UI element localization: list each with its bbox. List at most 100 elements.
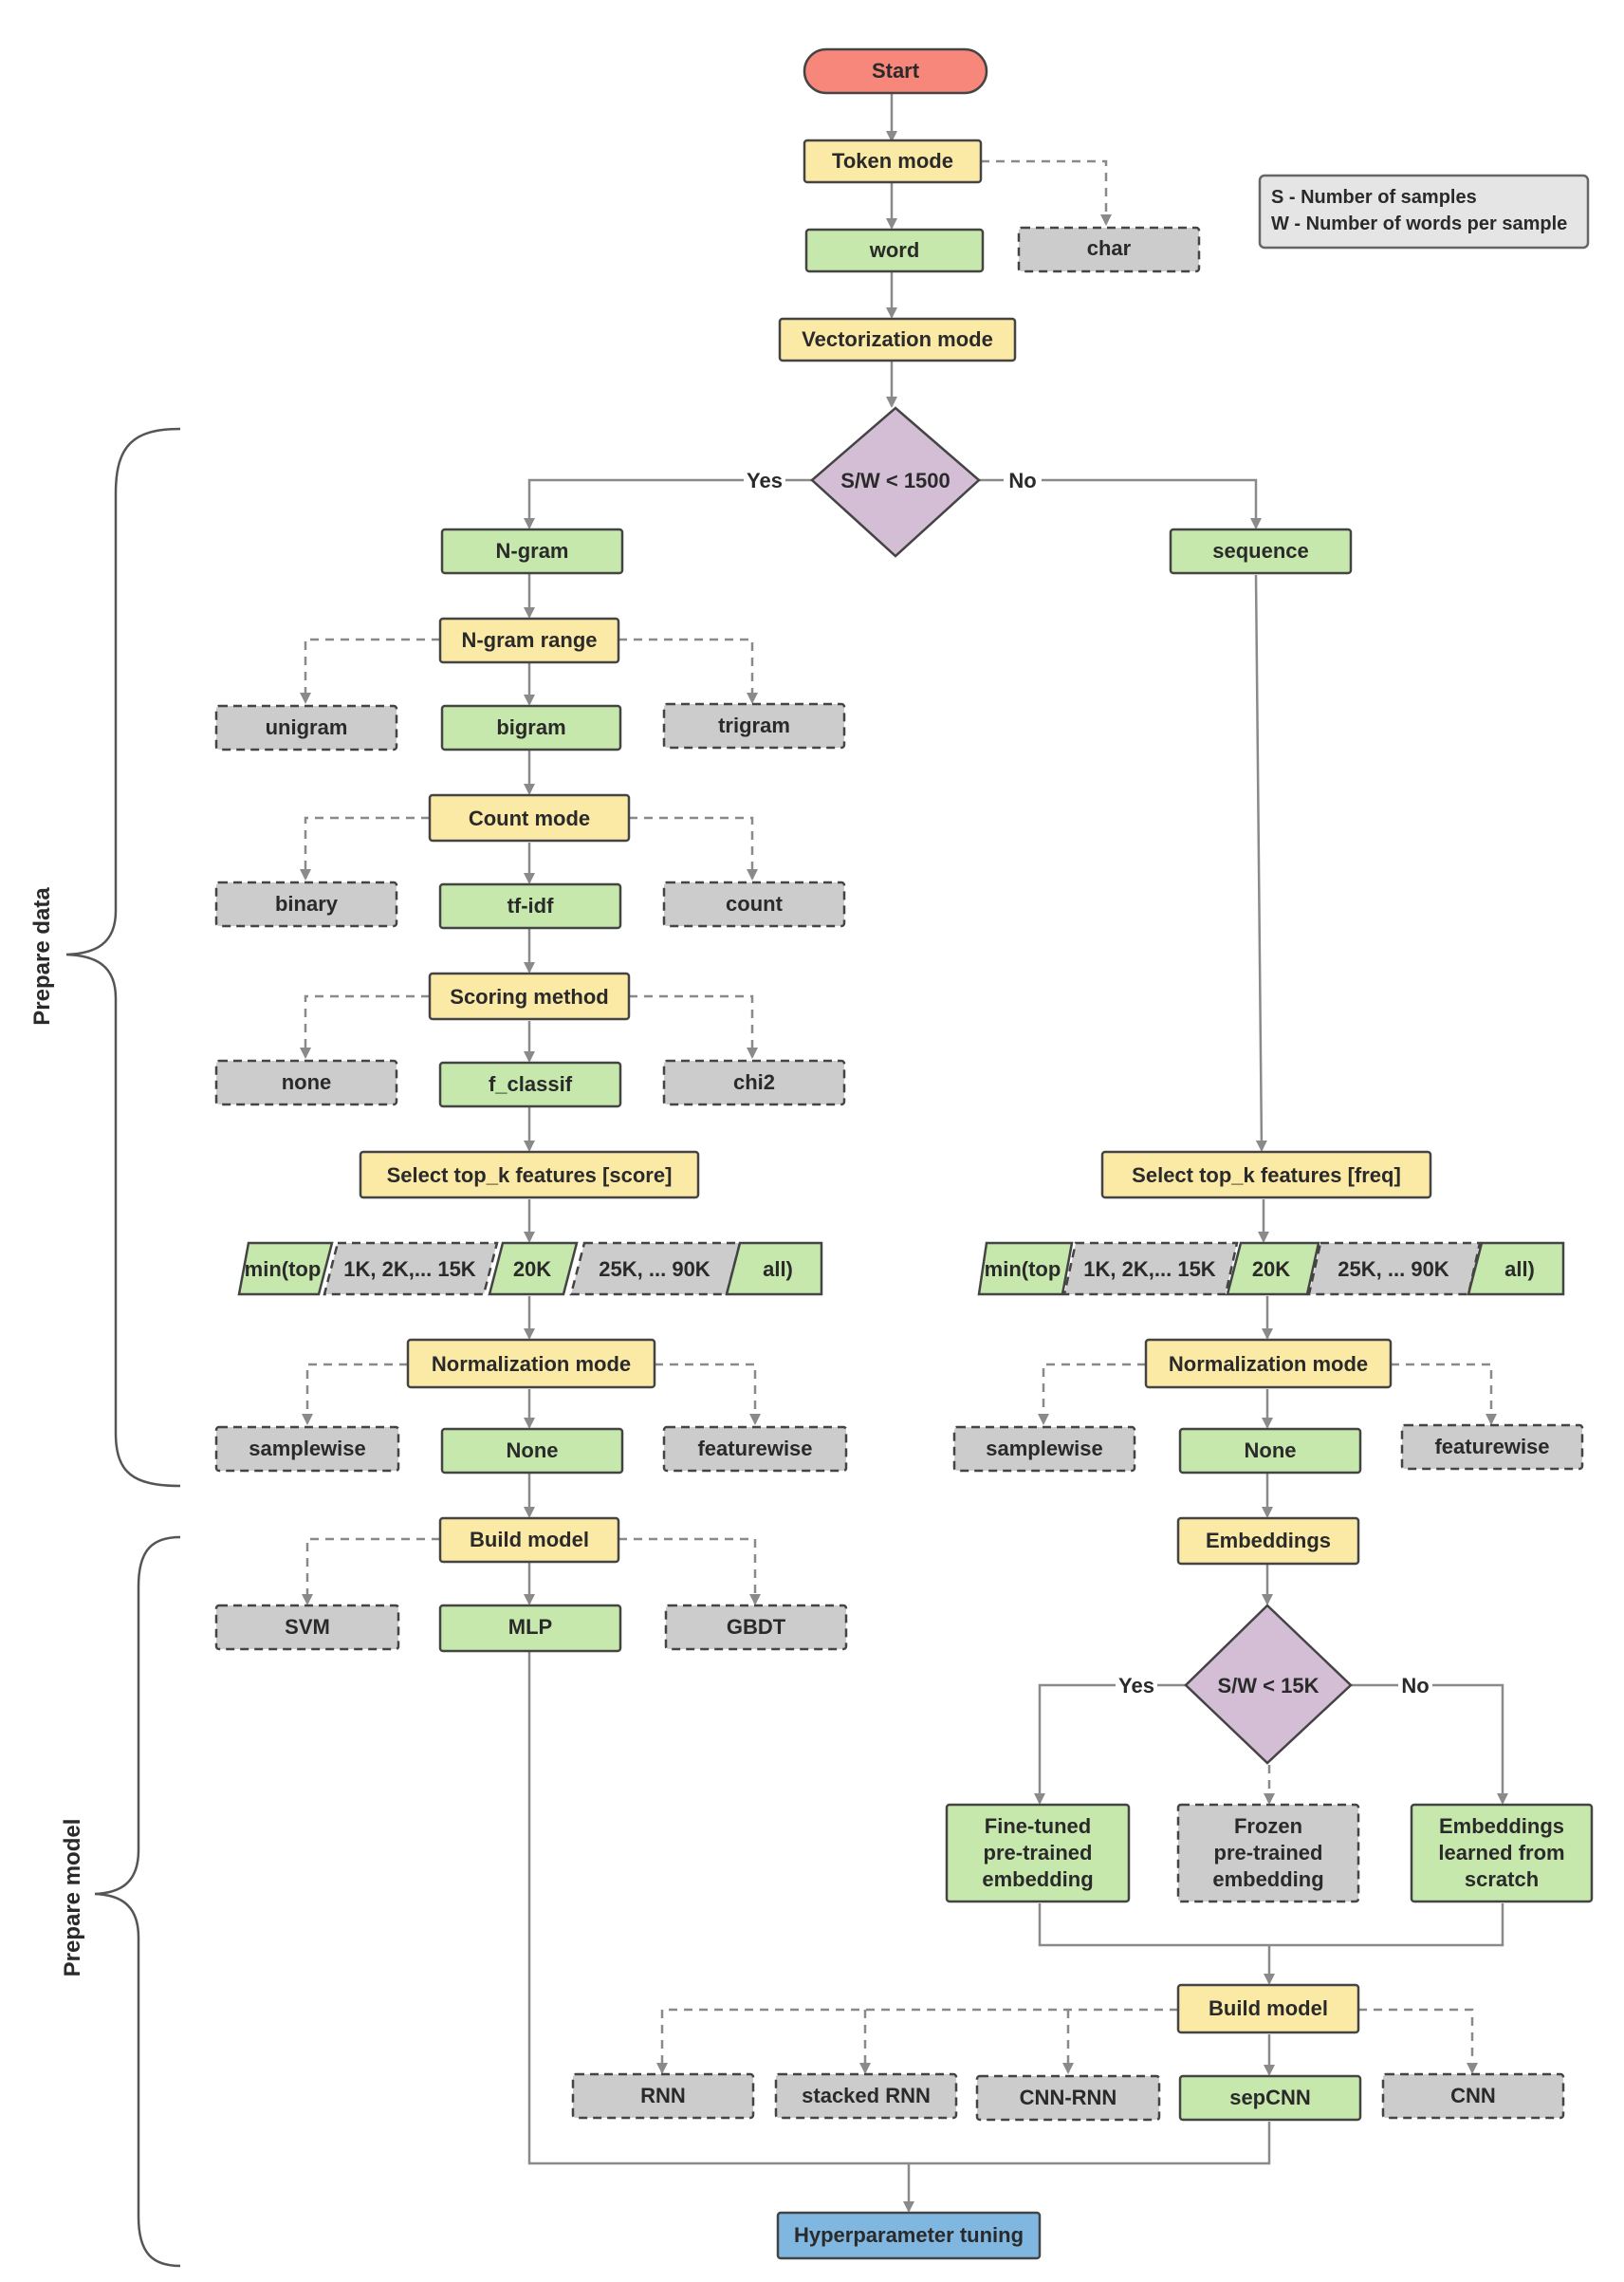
nodes — [214, 47, 1594, 2260]
topk-25k-90k-right-text: 25K, ... 90K — [1338, 1257, 1449, 1281]
normalization-mode-left-text: Normalization mode — [432, 1352, 631, 1376]
featurewise-right — [1400, 1423, 1584, 1471]
none-cap-right — [1178, 1427, 1362, 1475]
prepare-data-brace — [65, 427, 181, 1488]
prepare-model-label: Prepare model — [60, 1819, 85, 1977]
sepcnn-node — [1178, 2074, 1362, 2122]
build-model-left — [438, 1516, 620, 1564]
yes-label-2: Yes — [1118, 1674, 1154, 1698]
finetuned-line2: pre-trained — [984, 1841, 1093, 1865]
no-label-2: No — [1401, 1674, 1429, 1698]
none-cap-left — [440, 1427, 624, 1475]
scoring-method-text: Scoring method — [450, 985, 608, 1009]
build-model-left-text: Build model — [470, 1528, 589, 1551]
rnn-node — [571, 2072, 755, 2120]
gbdt-text: GBDT — [727, 1615, 786, 1639]
binary-text: binary — [275, 892, 339, 916]
topk-all-right-text: all) — [1504, 1257, 1535, 1281]
unigram-node — [214, 704, 398, 751]
f-classif-node — [438, 1061, 622, 1108]
prepare-data-label: Prepare data — [29, 887, 55, 1026]
ngram-node — [440, 528, 624, 575]
none-text: none — [282, 1070, 332, 1094]
braces — [65, 427, 181, 2268]
featurewise-right-text: featurewise — [1434, 1435, 1549, 1458]
select-topk-freq-node — [1100, 1150, 1432, 1199]
cnn-rnn-node — [975, 2074, 1161, 2122]
vectorization-mode-text: Vectorization mode — [802, 327, 993, 351]
frozen-line2: pre-trained — [1214, 1841, 1323, 1865]
vectorization-mode-node — [778, 317, 1017, 362]
bigram-node — [440, 704, 622, 751]
featurewise-left — [662, 1425, 848, 1473]
samplewise-left — [214, 1425, 400, 1473]
decision-sw-1500 — [810, 406, 981, 558]
scratch-line3: scratch — [1465, 1867, 1539, 1891]
count-mode-text: Count mode — [469, 807, 590, 830]
hyperparameter-tuning-node — [776, 2211, 1042, 2260]
none-cap-left-text: None — [507, 1438, 559, 1462]
count-node — [662, 881, 846, 928]
scoring-method-node — [428, 972, 631, 1021]
topk-1k-15k-right — [1062, 1241, 1239, 1296]
finetuned-line3: embedding — [982, 1867, 1093, 1891]
featurewise-left-text: featurewise — [697, 1437, 812, 1460]
none-node — [214, 1059, 398, 1106]
trigram-text: trigram — [718, 714, 790, 737]
char-node — [1017, 226, 1201, 273]
token-mode-node — [803, 139, 983, 184]
build-model-right-text: Build model — [1209, 1996, 1328, 2020]
build-model-right — [1176, 1983, 1360, 2034]
token-mode-text: Token mode — [832, 149, 953, 173]
cnn-node — [1381, 2072, 1565, 2120]
scratch-line1: Embeddings — [1439, 1814, 1564, 1838]
yes-label-1: Yes — [747, 469, 783, 492]
sequence-node — [1169, 528, 1353, 575]
connectors — [300, 93, 1508, 2213]
topk-all-left — [725, 1241, 823, 1296]
topk-20k-right-text: 20K — [1252, 1257, 1290, 1281]
samplewise-left-text: samplewise — [249, 1437, 366, 1460]
cnn-rnn-text: CNN-RNN — [1020, 2086, 1117, 2109]
no-label-1: No — [1008, 469, 1036, 492]
hyperparameter-tuning-text: Hyperparameter tuning — [794, 2223, 1024, 2247]
chi2-node — [662, 1059, 846, 1106]
topk-20k-left — [488, 1241, 579, 1296]
cnn-text: CNN — [1450, 2084, 1496, 2107]
samplewise-right — [952, 1425, 1136, 1473]
frozen-line1: Frozen — [1234, 1814, 1302, 1838]
finetuned-line1: Fine-tuned — [985, 1814, 1091, 1838]
stacked-rnn-node — [774, 2072, 958, 2120]
count-text: count — [726, 892, 784, 916]
stacked-rnn-text: stacked RNN — [802, 2084, 931, 2107]
decision2-text: S/W < 15K — [1218, 1674, 1320, 1698]
normalization-mode-left — [406, 1338, 656, 1389]
sepcnn-text: sepCNN — [1229, 2086, 1311, 2109]
tfidf-text: tf-idf — [508, 894, 555, 918]
word-text: word — [869, 238, 920, 262]
tfidf-node — [438, 882, 622, 930]
finetuned-embedding-node — [945, 1803, 1131, 1903]
topk-min-right-text: min(top — [985, 1257, 1061, 1281]
topk-all-left-text: all) — [763, 1257, 793, 1281]
scratch-line2: learned from — [1438, 1841, 1564, 1865]
topk-25k-90k-left — [569, 1241, 742, 1296]
topk-1k-15k-left-text: 1K, 2K,... 15K — [343, 1257, 476, 1281]
topk-20k-left-text: 20K — [513, 1257, 551, 1281]
normalization-mode-right-text: Normalization mode — [1169, 1352, 1368, 1376]
topk-20k-right — [1226, 1241, 1320, 1296]
rnn-text: RNN — [640, 2084, 686, 2107]
ngram-range-text: N-gram range — [461, 628, 597, 652]
f-classif-text: f_classif — [489, 1072, 573, 1096]
branch-labels: Yes No Yes No — [744, 467, 1432, 1698]
decision-sw-15k — [1184, 1604, 1353, 1765]
start-node — [803, 47, 988, 95]
binary-node — [214, 881, 398, 928]
sequence-text: sequence — [1212, 539, 1309, 563]
topk-min-left — [237, 1241, 334, 1296]
prepare-model-brace — [94, 1535, 181, 2268]
scratch-embedding-node — [1410, 1803, 1594, 1903]
decision1-text: S/W < 1500 — [840, 469, 950, 492]
